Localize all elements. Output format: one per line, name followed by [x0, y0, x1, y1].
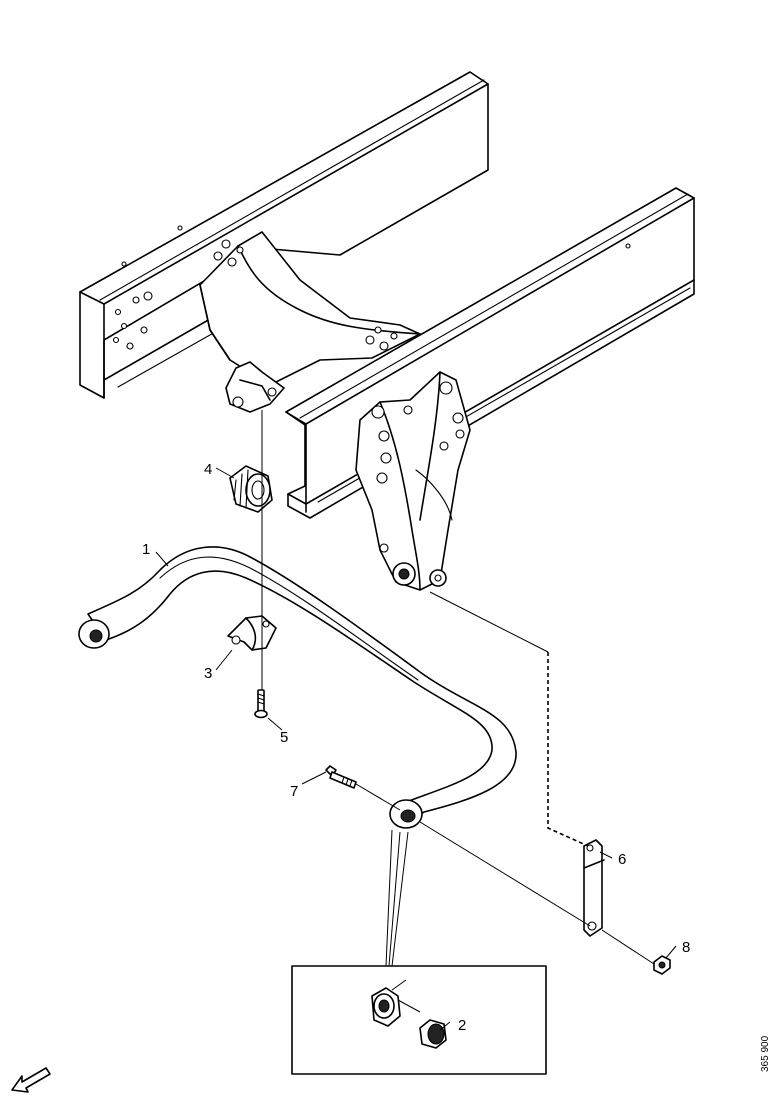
callout-7: 7	[290, 783, 298, 800]
center-mount-bracket	[225, 361, 285, 413]
spring-hanger-bracket	[355, 371, 471, 591]
bolt-7	[325, 765, 357, 789]
callout-labels: 1 2 3 4 5 6 7 8	[142, 461, 690, 1034]
bolt-5	[254, 689, 268, 719]
callout-5: 5	[280, 729, 288, 746]
callout-2: 2	[458, 1017, 466, 1034]
bar-clamp	[227, 615, 277, 651]
callout-3: 3	[204, 665, 212, 682]
nut-8	[653, 955, 671, 975]
cross-member	[199, 231, 421, 386]
detail-inset	[291, 965, 547, 1075]
link-plate	[583, 839, 605, 937]
arrow-icon	[11, 1067, 51, 1093]
callout-1: 1	[142, 541, 150, 558]
rubber-bushing	[229, 465, 273, 513]
callout-4: 4	[204, 461, 212, 478]
assembly-lines	[261, 410, 655, 967]
stabilizer-bar	[78, 546, 517, 829]
callout-8: 8	[682, 939, 690, 956]
callout-leaders	[155, 467, 677, 1031]
callout-6: 6	[618, 851, 626, 868]
drawing-code: 365 900	[760, 1035, 771, 1072]
